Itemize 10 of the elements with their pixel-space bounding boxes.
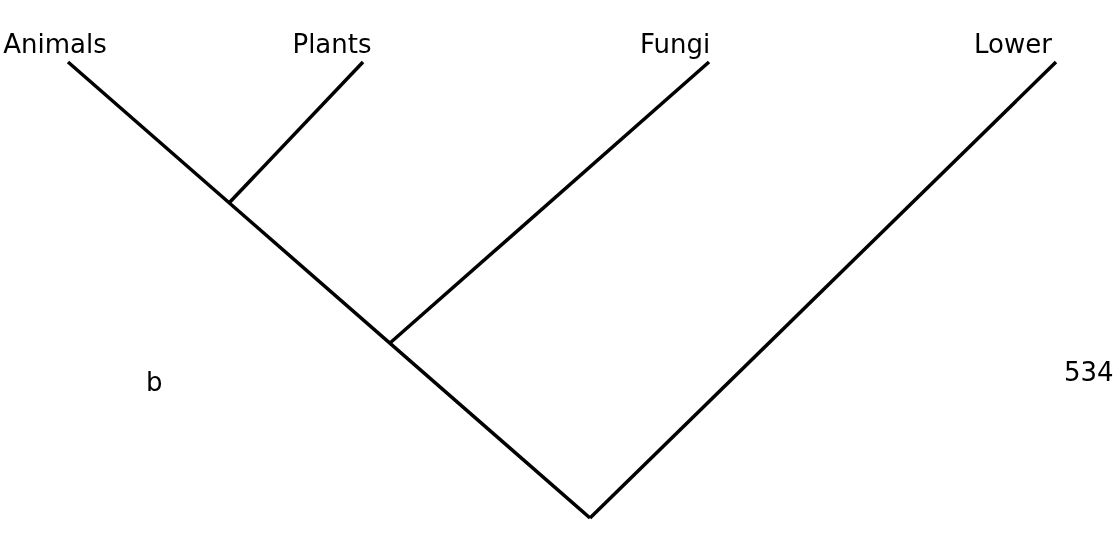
branch-line bbox=[66, 60, 592, 520]
branch-line bbox=[227, 60, 365, 205]
taxon-label: Plants bbox=[290, 26, 374, 62]
taxon-label: Fungi bbox=[636, 26, 714, 62]
taxon-label: Lower bbox=[966, 26, 1060, 62]
branch-line bbox=[388, 60, 711, 345]
page-number: 534 bbox=[1064, 356, 1114, 388]
branch-line bbox=[588, 60, 1058, 520]
panel-letter: b bbox=[146, 366, 163, 398]
taxon-label: Animals bbox=[2, 26, 108, 62]
